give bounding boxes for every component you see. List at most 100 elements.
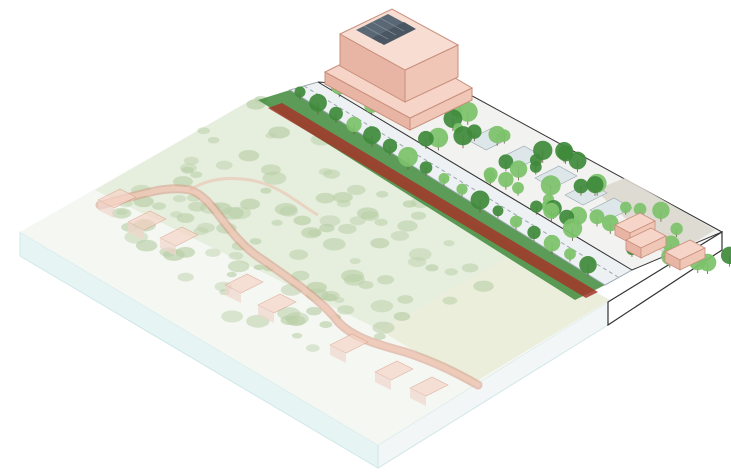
faded-tree-canopy [373,333,386,340]
tree-canopy [579,256,597,274]
tree-canopy [363,126,381,145]
faded-tree-canopy [305,344,320,352]
tree-canopy [484,172,496,184]
tree-canopy [527,225,541,240]
faded-tree-canopy [318,168,333,176]
faded-tree-canopy [343,274,365,286]
faded-tree-canopy [407,256,427,268]
faded-tree-canopy [443,240,455,247]
tree-canopy [529,161,542,173]
faded-building-wall [160,238,176,256]
faded-tree-canopy [285,312,309,326]
faded-tree-canopy [279,206,298,217]
tree-canopy [418,130,434,147]
tree-canopy [309,93,327,112]
small-buildings-right [614,212,706,271]
faded-tree-canopy [207,136,220,144]
tree-canopy [633,202,647,216]
faded-tree-canopy [376,190,389,198]
faded-tree-canopy [265,132,277,139]
faded-tree-canopy [177,272,194,282]
faded-building-wall [128,222,144,240]
faded-tree-canopy [291,332,303,339]
tree-canopy [470,190,490,210]
tree-canopy [329,106,343,121]
tree-canopy [346,116,362,133]
tree-canopy [457,101,478,122]
faded-tree-canopy [170,211,183,219]
faded-tree-canopy [187,201,207,212]
faded-tree-canopy [377,275,395,285]
faded-tree-canopy [425,264,439,272]
faded-tree-canopy [306,306,322,316]
faded-tree-canopy [253,264,265,271]
tree-canopy [382,138,398,154]
faded-tree-canopy [293,215,312,226]
faded-tree-canopy [176,213,195,223]
tree-canopy [543,234,561,252]
faded-tree-canopy [221,310,244,323]
faded-building-wall [98,200,114,218]
faded-tree-canopy [238,149,260,162]
faded-tree-canopy [319,223,335,233]
faded-tree-canopy [152,202,166,210]
faded-tree-canopy [356,207,379,220]
faded-tree-canopy [135,239,158,252]
faded-building-wall [258,305,274,323]
tree-canopy [512,181,524,194]
faded-tree-canopy [260,187,272,194]
tree-canopy [492,205,504,217]
faded-tree-canopy [322,237,346,251]
tree-canopy [398,146,418,167]
tree-canopy [530,200,543,213]
faded-tree-canopy [181,166,194,174]
tree-canopy [562,218,583,238]
faded-tree-canopy [193,227,209,236]
boardwalk-branch [189,176,319,217]
faded-tree-canopy [319,321,333,329]
faded-building-wall [225,285,241,303]
tree-canopy [453,126,473,146]
tree-canopy [509,160,528,178]
tree-canopy [620,201,632,213]
faded-tree-canopy [268,126,291,139]
faded-tree-canopy [196,222,215,233]
faded-tree-canopy [246,99,266,110]
faded-tree-canopy [190,171,203,179]
small-residential-buildings [97,188,449,406]
faded-tree-canopy [338,223,357,235]
tree-canopy [652,201,670,220]
faded-tree-canopy [315,192,335,204]
faded-tree-canopy [372,321,395,334]
faded-tree-canopy [397,295,414,304]
faded-tree-canopy [226,271,237,278]
tree-canopy [294,86,306,98]
tree-canopy [498,154,514,170]
faded-tree-canopy [197,127,210,135]
faded-tree-canopy [337,305,355,315]
faded-building-wall [330,345,346,363]
pine-forest-faded [95,95,610,385]
faded-building-wall [410,388,426,406]
soil-area [595,178,715,258]
tree-canopy [589,209,605,225]
tree-canopy [568,151,587,170]
faded-tree-canopy [249,238,262,245]
tree-canopy [419,161,433,174]
faded-tree-canopy [319,215,341,227]
faded-tree-canopy [116,209,128,216]
faded-tree-canopy [374,218,388,226]
tree-canopy [456,183,468,195]
faded-tree-canopy [260,164,281,176]
faded-tree-canopy [370,237,390,249]
faded-tree-canopy [461,263,479,273]
faded-tree-canopy [289,249,309,260]
tree-canopy [498,129,511,142]
tree-canopy [564,248,576,260]
forest-ground [95,96,520,330]
faded-tree-canopy [444,268,458,276]
red-path-strip [268,103,598,298]
faded-tree-canopy [271,219,283,226]
